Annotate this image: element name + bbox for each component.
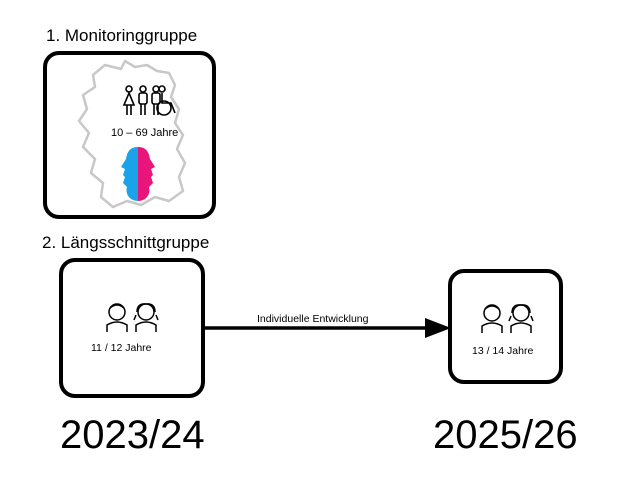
monitoring-heading: 1. Monitoringgruppe xyxy=(46,26,198,45)
faces-icon xyxy=(121,147,155,201)
year-start: 2023/24 xyxy=(60,413,205,457)
girl-icon xyxy=(133,303,159,332)
girl-icon xyxy=(508,304,534,333)
end-age: 13 / 14 Jahre xyxy=(472,345,534,357)
development-arrow xyxy=(203,318,451,338)
year-end: 2025/26 xyxy=(433,413,578,457)
wheelchair-icon xyxy=(156,85,176,116)
longitudinal-start-box: 11 / 12 Jahre xyxy=(59,258,205,398)
monitoring-age-range: 10 – 69 Jahre xyxy=(111,127,179,139)
boy-icon xyxy=(481,304,503,333)
longitudinal-end-box: 13 / 14 Jahre xyxy=(448,269,563,384)
longitudinal-heading: 2. Längsschnittgruppe xyxy=(42,233,210,252)
germany-map-icon xyxy=(77,59,187,209)
start-age: 11 / 12 Jahre xyxy=(91,342,152,354)
monitoring-group-box: 10 – 69 Jahre xyxy=(43,51,216,219)
arrow-label: Individuelle Entwicklung xyxy=(257,313,369,325)
boy-icon xyxy=(106,303,128,332)
